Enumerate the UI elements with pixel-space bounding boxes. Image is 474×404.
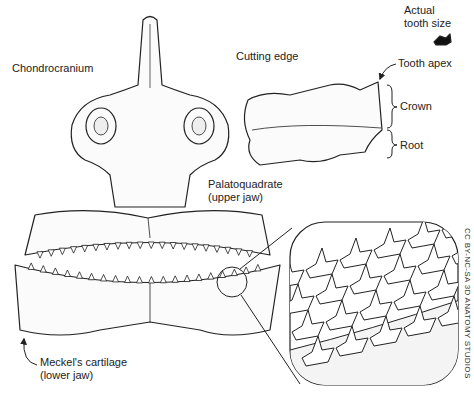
- magnified-tooth: [290, 284, 314, 314]
- scale-note: Actual tooth size: [404, 4, 462, 30]
- magnified-tooth: [360, 290, 392, 320]
- jaw-tooth: [136, 276, 142, 283]
- jaw-tooth: [28, 263, 34, 270]
- jaw-tooth: [104, 243, 110, 250]
- jaw-tooth: [148, 276, 154, 283]
- jaw-tooth: [71, 247, 77, 254]
- magnified-tooth: [394, 280, 426, 310]
- magnified-tooth: [374, 228, 406, 258]
- jaw-tooth: [243, 267, 249, 274]
- jaw-tooth: [113, 275, 119, 282]
- meckel-leader: [24, 339, 37, 365]
- jaw-tooth: [255, 264, 261, 271]
- watermark: CC BY-NC-SA 3D ANATOMY STUDIOS: [462, 228, 472, 379]
- jaw-tooth: [160, 276, 166, 283]
- jaw-tooth: [247, 251, 253, 258]
- meckels-cartilage: [15, 265, 280, 335]
- magnified-tooth: [306, 248, 338, 278]
- jaw-tooth: [115, 243, 121, 250]
- part-label: Chondrocranium: [12, 62, 93, 75]
- magnified-tooth: [340, 238, 372, 268]
- orbit: [184, 108, 214, 144]
- part-label: Cutting edge: [236, 50, 298, 63]
- magnified-tooth: [350, 264, 382, 294]
- magnified-tooth: [370, 316, 402, 346]
- magnified-tooth: [326, 300, 358, 330]
- magnified-tooth: [336, 326, 368, 356]
- magnified-tooth: [302, 336, 334, 366]
- jaw-tooth: [181, 243, 187, 250]
- tooth: [244, 82, 382, 165]
- jaw-tooth: [159, 242, 165, 249]
- chondrocranium: [71, 17, 229, 208]
- part-label: Tooth apex: [398, 57, 452, 70]
- jaw-tooth: [208, 273, 214, 280]
- jaw-tooth: [184, 275, 190, 282]
- jaw-tooth: [170, 243, 176, 250]
- jaw-tooth: [231, 269, 237, 276]
- magnified-tooth: [442, 222, 458, 238]
- jaw-tooth: [52, 268, 58, 275]
- jaw-tooth: [40, 266, 46, 273]
- root-brace: [387, 130, 397, 158]
- part-label: Crown: [400, 100, 432, 113]
- magnified-tooth: [292, 310, 324, 340]
- magnified-tooth: [384, 254, 416, 284]
- jaw-tooth: [148, 242, 154, 249]
- magnified-tooth: [428, 270, 458, 300]
- jaw-tooth: [220, 271, 226, 278]
- magnify-circle: [217, 267, 247, 297]
- orbit: [86, 108, 116, 144]
- magnified-tooth: [404, 306, 436, 336]
- jaw-tooth: [196, 274, 202, 281]
- part-label: Root: [400, 139, 423, 152]
- jaw-tooth: [37, 252, 43, 259]
- jaw-tooth: [137, 242, 143, 249]
- jaw-tooth: [77, 272, 83, 279]
- magnified-tooth: [438, 296, 458, 326]
- jaw-tooth: [48, 250, 54, 257]
- apex-leader: [380, 64, 396, 79]
- jaw-tooth: [126, 242, 132, 249]
- jaw-tooth: [225, 247, 231, 254]
- jaw-tooth: [214, 246, 220, 253]
- jaw-tooth: [93, 244, 99, 251]
- part-label: Meckel's cartilage (lower jaw): [40, 356, 150, 382]
- jaw-tooth: [125, 276, 131, 283]
- crown-brace: [387, 85, 397, 128]
- magnified-tooth: [408, 222, 440, 248]
- jaw-tooth: [59, 248, 65, 255]
- jaw-tooth: [64, 270, 70, 277]
- part-label: Palatoquadrate (upper jaw): [208, 178, 298, 204]
- jaw-tooth: [89, 273, 95, 280]
- magnify-leader: [240, 228, 292, 269]
- jaw-tooth: [172, 276, 178, 283]
- actual-size-tooth: [434, 34, 451, 45]
- jaw-tooth: [236, 249, 242, 256]
- jaw-tooth: [82, 245, 88, 252]
- magnified-tooth: [452, 234, 458, 264]
- magnified-tooth: [316, 274, 348, 304]
- palatoquadrate: [25, 211, 270, 255]
- jaw-tooth: [203, 245, 209, 252]
- magnified-tooth: [418, 244, 450, 274]
- jaw-tooth: [101, 274, 107, 281]
- magnified-tooth: [290, 258, 304, 288]
- jaw-tooth: [192, 244, 198, 251]
